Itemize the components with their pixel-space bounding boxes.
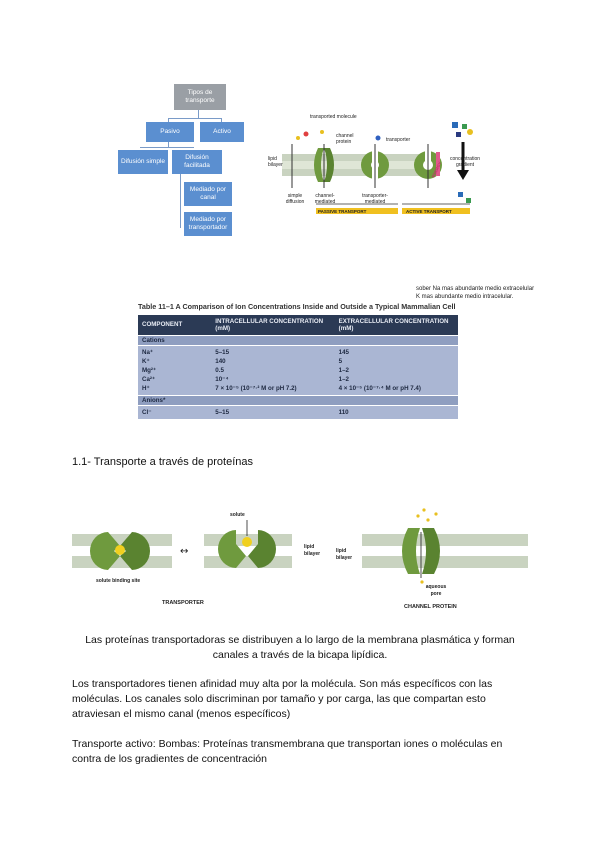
flowchart-mediado-transportador: Mediado por transportador — [184, 212, 232, 236]
label-solute: solute — [230, 512, 245, 518]
active-transport-bar — [402, 208, 470, 214]
table-row: H⁺ 7 × 10⁻⁵ (10⁻⁷·² M or pH 7.2) 4 × 10⁻… — [138, 384, 458, 393]
table-cell: Ca²⁺ — [142, 376, 156, 383]
table-header-cell: COMPONENT — [142, 321, 183, 329]
table-cell: H⁺ — [142, 385, 150, 392]
table-cell: 5–15 — [215, 409, 230, 416]
table-cell: 7 × 10⁻⁵ (10⁻⁷·² M or pH 7.2) — [215, 385, 297, 392]
flowchart-connector — [168, 142, 169, 147]
table-cations-body: Na⁺ 5–15 145 K⁺ 140 5 Mg²⁺ 0.5 1–2 Ca²⁺ … — [138, 345, 458, 395]
label-lipid-bilayer: lipid bilayer — [268, 156, 283, 168]
label-lipid-bilayer-2: lipid bilayer — [336, 548, 353, 561]
table-cell: 5 — [338, 358, 343, 365]
table-cell: Na⁺ — [142, 349, 154, 356]
table-header-cell: INTRACELLULAR CONCENTRATION (mM) — [215, 317, 324, 333]
paragraph-proteins: Las proteínas transportadoras se distrib… — [85, 634, 515, 661]
channel-protein-left — [402, 528, 420, 574]
label-transported-molecule: transported molecule — [310, 114, 357, 120]
ion-concentration-table: Table 11–1 A Comparison of Ion Concentra… — [138, 302, 458, 419]
energy-marker — [436, 152, 440, 176]
flowchart-pasivo: Pasivo — [146, 122, 194, 142]
flowchart-activo: Activo — [200, 122, 244, 142]
table-cell: 1–2 — [338, 367, 349, 374]
flowchart-difusion-facilitada: Difusión facilitada — [172, 150, 222, 174]
label-solute-binding-site: solute binding site — [96, 578, 141, 584]
flowchart-difusion-simple: Difusión simple — [118, 150, 168, 174]
table-cell: 5–15 — [215, 349, 230, 356]
table-header-cell: EXTRACELLULAR CONCENTRATION (mM) — [338, 317, 449, 333]
flowchart-connector — [168, 118, 222, 119]
table-row: Na⁺ 5–15 145 — [138, 348, 458, 357]
flowchart-connector — [221, 118, 222, 122]
flowchart-connector — [140, 147, 194, 148]
side-note-line-2: K mas abundante medio intracelular. — [416, 294, 514, 300]
table-row: Cl⁻ 5–15 110 — [138, 408, 458, 417]
label-simple-diffusion: simple diffusion — [285, 193, 305, 205]
label-channel-protein-caption: CHANNEL PROTEIN — [404, 604, 457, 610]
membrane-transport-illustration — [282, 130, 470, 214]
table-cell: Cl⁻ — [142, 409, 152, 416]
table-cell: Mg²⁺ — [142, 367, 157, 374]
section-heading: 1.1- Transporte a través de proteínas — [72, 456, 253, 468]
table-row: Ca²⁺ 10⁻⁴ 1–2 — [138, 375, 458, 384]
table-row: K⁺ 140 5 — [138, 357, 458, 366]
flowchart-connector — [168, 118, 169, 122]
label-concentration-gradient: concentration gradient — [449, 156, 481, 168]
paragraph-transporters: Los transportadores tienen afinidad muy … — [72, 678, 493, 720]
transporter-channel-illustration: ↔ — [72, 508, 528, 584]
label-transporter-mediated: transporter-mediated — [362, 193, 388, 205]
label-active-transport: ACTIVE TRANSPORT — [406, 209, 452, 214]
table-row: Mg²⁺ 0.5 1–2 — [138, 366, 458, 375]
label-lipid-bilayer-1: lipid bilayer — [304, 544, 321, 557]
flowchart-connector — [180, 174, 181, 228]
table-cell: 1–2 — [338, 376, 349, 383]
svg-text:↔: ↔ — [180, 546, 188, 557]
transporter-right-half — [120, 532, 150, 570]
concentration-gradient-arrow — [452, 122, 473, 203]
label-passive-transport: PASSIVE TRANSPORT — [318, 209, 367, 214]
table-cell: 0.5 — [215, 367, 224, 374]
passive-transport-bar — [316, 208, 398, 214]
table-cell: 110 — [338, 409, 349, 416]
table-header-row: COMPONENT INTRACELLULAR CONCENTRATION (m… — [138, 315, 458, 335]
flowchart-mediado-canal: Mediado por canal — [184, 182, 232, 206]
transporter-left-half — [90, 532, 120, 570]
label-transporter: transporter — [386, 137, 411, 143]
table-section-anions: Anions* — [138, 395, 458, 405]
table-cell: 10⁻⁴ — [215, 376, 229, 383]
channel-protein-right — [422, 528, 440, 574]
table-cell: 140 — [215, 358, 226, 365]
table-cell: K⁺ — [142, 358, 150, 365]
table-anions-body: Cl⁻ 5–15 110 — [138, 405, 458, 419]
table-cell: 145 — [338, 349, 349, 356]
paragraph-active-transport: Transporte activo: Bombas: Proteínas tra… — [72, 738, 503, 765]
label-channel-mediated: channel-mediated — [314, 193, 336, 205]
flowchart-root: Tipos de transporte — [174, 84, 226, 110]
table-title: Table 11–1 A Comparison of Ion Concentra… — [138, 302, 456, 311]
solute-dot — [242, 537, 252, 547]
label-transporter-caption: TRANSPORTER — [162, 600, 204, 606]
table-cell: 4 × 10⁻⁵ (10⁻⁷·⁴ M or pH 7.4) — [338, 385, 421, 392]
label-channel-protein: channel protein — [336, 133, 354, 145]
table-section-cations: Cations — [138, 335, 458, 345]
side-note-line-1: sober Na mas abundante medio extracelula… — [416, 286, 535, 292]
label-aqueous-pore: aqueous pore — [425, 584, 447, 597]
channel-protein-shape — [314, 148, 324, 182]
flowchart-connector — [198, 110, 199, 118]
